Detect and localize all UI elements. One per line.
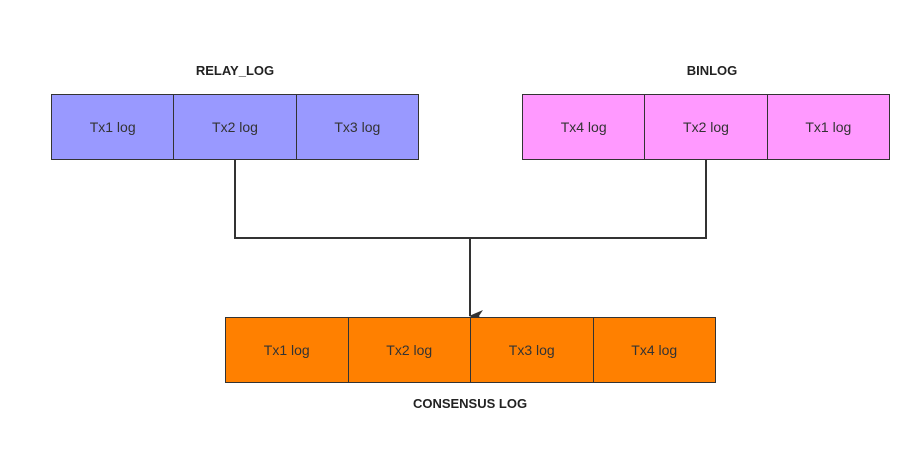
binlog-row: Tx4 log Tx2 log Tx1 log <box>522 94 890 160</box>
relay-log-cell-tx3: Tx3 log <box>334 119 381 135</box>
consensus-log-cell-tx1: Tx1 log <box>226 318 349 382</box>
relay-log-to-merge-line <box>234 160 707 239</box>
binlog-cell-tx4: Tx4 log <box>523 95 646 159</box>
relay-log-title: RELAY_LOG <box>195 63 275 78</box>
relay-log-cell-tx1: Tx1 log <box>52 95 175 159</box>
consensus-log-title: CONSENSUS LOG <box>412 396 528 411</box>
binlog-cell-tx1: Tx1 log <box>805 119 852 135</box>
consensus-log-cell-tx2: Tx2 log <box>349 318 471 382</box>
binlog-cell-tx2: Tx2 log <box>645 95 768 159</box>
relay-log-cell-tx2: Tx2 log <box>174 95 297 159</box>
consensus-log-row: Tx1 log Tx2 log Tx3 log Tx4 log <box>225 317 716 383</box>
relay-log-row: Tx1 log Tx2 log Tx3 log <box>51 94 419 160</box>
consensus-log-cell-tx4: Tx4 log <box>631 342 678 358</box>
binlog-title: BINLOG <box>686 63 738 78</box>
consensus-log-cell-tx3: Tx3 log <box>471 318 594 382</box>
